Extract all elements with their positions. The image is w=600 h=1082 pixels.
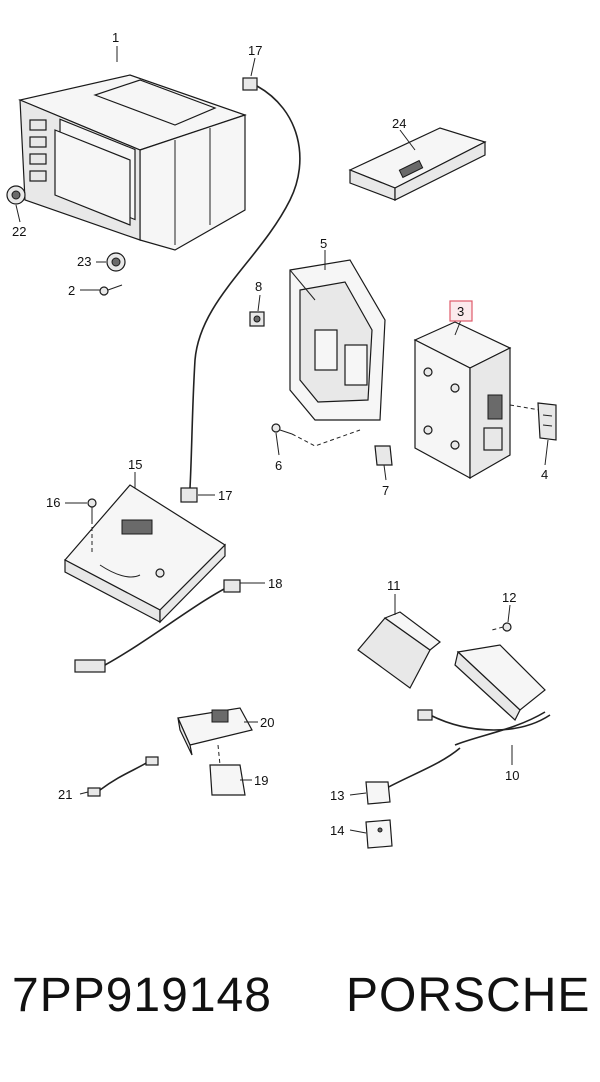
bracket-5-part [289, 259, 386, 421]
callout-leaders [15, 46, 549, 834]
callout-20: 20 [260, 715, 274, 730]
callout-14: 14 [330, 823, 344, 838]
screw-2-part [99, 284, 123, 296]
callout-8: 8 [255, 279, 262, 294]
module-24-part [348, 127, 487, 201]
callout-6: 6 [275, 458, 282, 473]
plug-14-part [365, 819, 393, 849]
screw-6-part [271, 423, 361, 447]
callout-13: 13 [330, 788, 344, 803]
part-number-caption: 7PP919148 [12, 969, 272, 1022]
head-unit-buttons [29, 119, 47, 182]
knob-23-part [106, 252, 126, 272]
head-unit-part [18, 74, 247, 251]
screw-12-part [491, 622, 512, 632]
callout-23: 23 [77, 254, 91, 269]
connector-4-part [537, 402, 557, 441]
callout-7: 7 [382, 483, 389, 498]
callout-1: 1 [112, 30, 119, 45]
knob-22-part [6, 185, 26, 205]
callout-15: 15 [128, 457, 142, 472]
callout-12: 12 [502, 590, 516, 605]
tray-15-part [64, 484, 226, 624]
callout-21: 21 [58, 787, 72, 802]
antenna-cable-17-part [180, 77, 301, 503]
callout-2: 2 [68, 283, 75, 298]
callout-22: 22 [12, 224, 26, 239]
callout-3: 3 [457, 304, 464, 319]
parts-exploded-diagram: 1 17 24 22 23 2 5 8 3 4 6 7 15 16 17 18 … [6, 30, 557, 849]
callout-18: 18 [268, 576, 282, 591]
connector-13-part [365, 747, 461, 805]
cable-21-part [87, 756, 159, 797]
callout-labels: 1 17 24 22 23 2 5 8 3 4 6 7 15 16 17 18 … [12, 30, 548, 838]
callout-19: 19 [254, 773, 268, 788]
callout-4: 4 [541, 467, 548, 482]
callout-10: 10 [505, 768, 519, 783]
brand-caption: PORSCHE [346, 969, 591, 1022]
nut-8-part [249, 311, 265, 327]
motor-assembly-10-part [417, 644, 551, 746]
callout-5: 5 [320, 236, 327, 251]
clip-19-part [209, 744, 246, 796]
clip-7-part [374, 445, 393, 466]
callout-24: 24 [392, 116, 406, 131]
cover-11-part [357, 611, 441, 689]
callout-17-top: 17 [248, 43, 262, 58]
callout-3-highlight [449, 300, 473, 322]
usb-cable-18-part [74, 579, 241, 673]
control-unit-3-part [413, 321, 541, 480]
screw-16-part [87, 498, 97, 555]
holder-20-part [177, 707, 253, 756]
callout-16: 16 [46, 495, 60, 510]
callout-17-bottom: 17 [218, 488, 232, 503]
callout-11: 11 [387, 578, 401, 593]
